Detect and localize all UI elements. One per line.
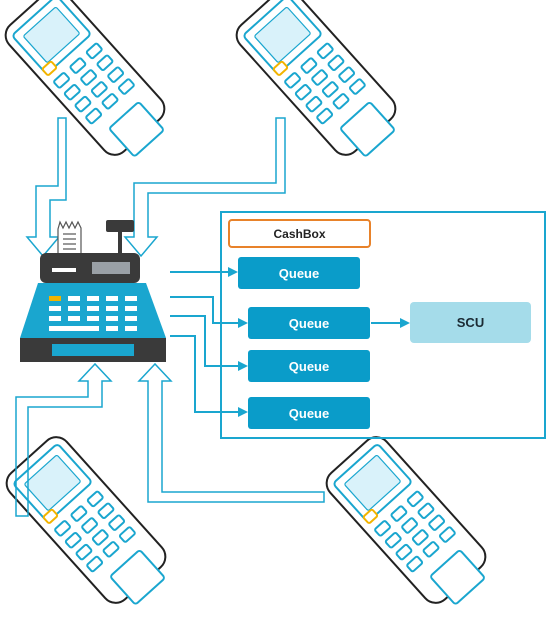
queue-connectors [170,267,410,417]
cashbox-container [220,211,546,439]
payment-terminal-icon [229,0,410,170]
terminal-connectors [15,117,325,517]
queue-box-4 [248,397,370,429]
queue-label-1: Queue [279,266,319,281]
payment-terminal-icon [0,0,179,170]
cashbox-label: CashBox [273,227,325,241]
scu-box [410,302,531,343]
queue-box-3 [248,350,370,382]
queue-box-1 [238,257,360,289]
cashbox-label-box [228,219,371,248]
queue-label-4: Queue [289,406,329,421]
cash-register-icon [20,220,166,362]
queue-label-3: Queue [289,359,329,374]
queue-box-2 [248,307,370,339]
scu-label: SCU [457,315,484,330]
queue-label-2: Queue [289,316,329,331]
payment-terminal-icon [319,430,500,618]
